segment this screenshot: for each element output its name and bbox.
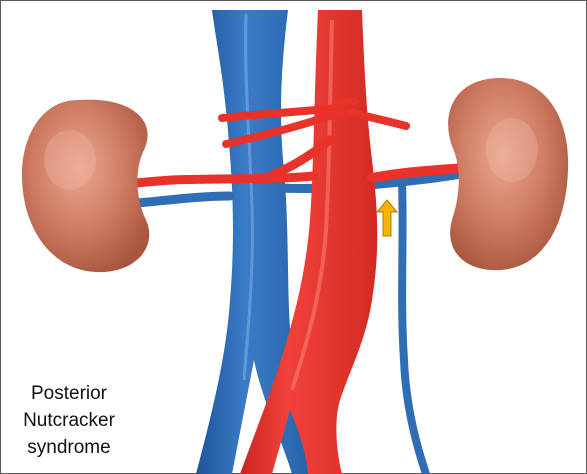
right-renal-artery: [136, 176, 314, 183]
caption-line-3: syndrome: [14, 434, 124, 461]
right-kidney: [22, 100, 149, 273]
left-kidney: [448, 78, 568, 270]
up-arrow-icon: [377, 200, 397, 236]
caption-line-2: Nutcracker: [14, 407, 124, 434]
caption-line-1: Posterior: [14, 380, 124, 407]
diagram-caption: Posterior Nutcracker syndrome: [14, 380, 124, 461]
right-renal-vein: [138, 196, 230, 203]
